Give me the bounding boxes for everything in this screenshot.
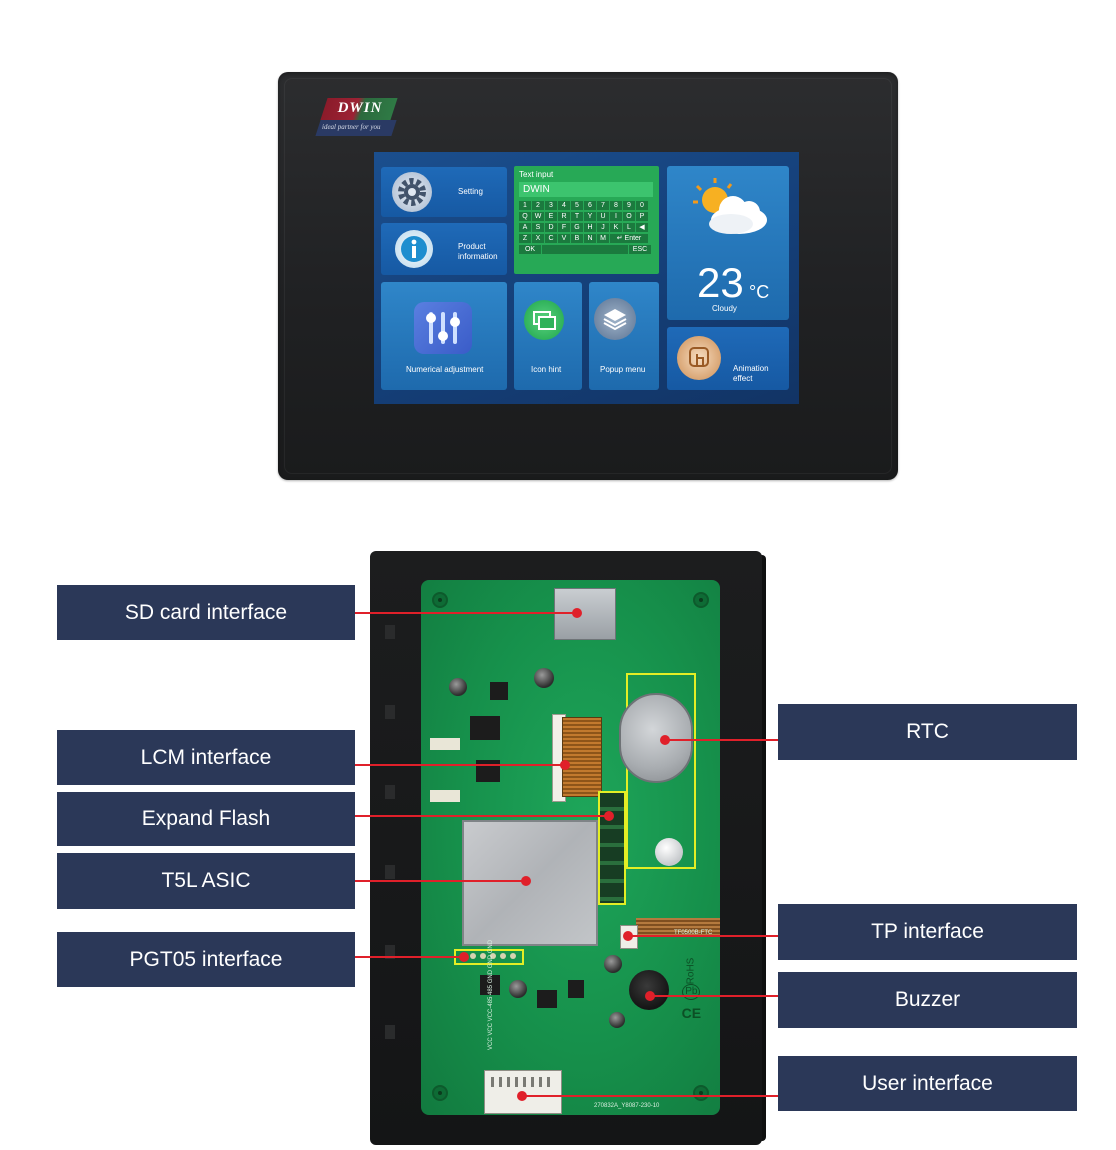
- smd-ic: [537, 990, 557, 1008]
- certification-marks: RoHS Pb CE: [681, 957, 702, 1021]
- sd-card-slot: [554, 588, 616, 640]
- weather-tile: 23 °C Cloudy: [667, 166, 789, 320]
- icon-hint-tile[interactable]: Icon hint: [514, 282, 582, 390]
- leader-dot: [560, 760, 570, 770]
- leader-line: [665, 739, 778, 741]
- popup-menu-tile[interactable]: Popup menu: [589, 282, 659, 390]
- temperature-value: 23: [697, 259, 744, 306]
- display-screen: Setting Product information Numerical ad…: [374, 152, 799, 404]
- enclosure-rib: [385, 705, 395, 719]
- board-code-label: 270832A_Y8087-230-10: [594, 1103, 660, 1109]
- leader-line: [355, 612, 577, 614]
- leader-line: [355, 764, 565, 766]
- mounting-hole: [432, 1085, 448, 1101]
- callout-sd-card: SD card interface: [57, 585, 355, 640]
- partly-cloudy-icon: [685, 174, 771, 240]
- capacitor: [609, 1012, 625, 1028]
- callout-expand-flash: Expand Flash: [57, 792, 355, 846]
- flash-highlight-box: [598, 791, 626, 905]
- capacitor: [534, 668, 554, 688]
- animation-effect-tile[interactable]: Animation effect: [667, 327, 789, 390]
- leader-dot: [517, 1091, 527, 1101]
- user-interface-connector: [484, 1070, 562, 1114]
- enclosure-rib: [385, 1025, 395, 1039]
- leader-line: [522, 1095, 778, 1097]
- smd-ic: [490, 682, 508, 700]
- callout-lcm: LCM interface: [57, 730, 355, 785]
- smd-ic: [430, 790, 460, 802]
- weather-condition: Cloudy: [712, 304, 737, 313]
- rtc-crystal: [655, 838, 683, 866]
- esc-key[interactable]: ESC: [629, 245, 651, 254]
- mounting-hole: [693, 1085, 709, 1101]
- text-input-field[interactable]: DWIN: [519, 182, 653, 197]
- capacitor: [604, 955, 622, 973]
- sliders-icon: [414, 302, 472, 354]
- enclosure-rib: [385, 865, 395, 879]
- callout-tp: TP interface: [778, 904, 1077, 960]
- callout-rtc: RTC: [778, 704, 1077, 760]
- mounting-hole: [693, 592, 709, 608]
- callout-user-interface: User interface: [778, 1056, 1077, 1111]
- touch-hand-icon: [677, 336, 721, 380]
- lcm-flex-cable: [562, 717, 602, 797]
- leader-dot: [645, 991, 655, 1001]
- space-key[interactable]: [542, 245, 628, 254]
- rtc-highlight-box: [626, 673, 696, 869]
- layers-icon: [594, 298, 636, 340]
- leader-line: [355, 815, 609, 817]
- leader-dot: [623, 931, 633, 941]
- leader-dot: [660, 735, 670, 745]
- enclosure-rib: [385, 945, 395, 959]
- leader-dot: [572, 608, 582, 618]
- dwin-logo: DWIN ideal partner for you: [315, 98, 398, 138]
- product-information-tile[interactable]: Product information: [381, 223, 507, 275]
- tp-flex-cable: [636, 918, 720, 936]
- buzzer-component: [629, 970, 669, 1010]
- numerical-adjustment-tile[interactable]: Numerical adjustment: [381, 282, 507, 390]
- leader-line: [355, 880, 526, 882]
- setting-tile[interactable]: Setting: [381, 167, 507, 217]
- smd-ic: [568, 980, 584, 998]
- smd-ic: [430, 738, 460, 750]
- callout-t5l-asic: T5L ASIC: [57, 853, 355, 909]
- leader-dot: [521, 876, 531, 886]
- window-icon: [524, 300, 564, 340]
- user-pin-labels: VCC VCC VCC-485 485 GND GND GND: [488, 939, 494, 1050]
- callout-buzzer: Buzzer: [778, 972, 1077, 1028]
- info-icon: [395, 230, 433, 268]
- leader-line: [650, 995, 778, 997]
- gear-icon: [392, 172, 432, 212]
- callout-pgt05: PGT05 interface: [57, 932, 355, 987]
- leader-line: [628, 935, 778, 937]
- leader-line: [355, 956, 464, 958]
- mounting-hole: [432, 592, 448, 608]
- rtc-battery: [619, 693, 693, 783]
- temperature-unit: °C: [749, 282, 770, 302]
- enclosure-rib: [385, 625, 395, 639]
- enclosure-rib: [385, 785, 395, 799]
- smd-ic: [470, 716, 500, 740]
- leader-dot: [459, 952, 469, 962]
- leader-dot: [604, 811, 614, 821]
- capacitor: [449, 678, 467, 696]
- capacitor: [509, 980, 527, 998]
- expand-flash-chips: [600, 793, 624, 903]
- tp-code-label: TF0500B-FTC: [674, 930, 713, 936]
- smd-ic: [480, 975, 500, 995]
- ok-key[interactable]: OK: [519, 245, 541, 254]
